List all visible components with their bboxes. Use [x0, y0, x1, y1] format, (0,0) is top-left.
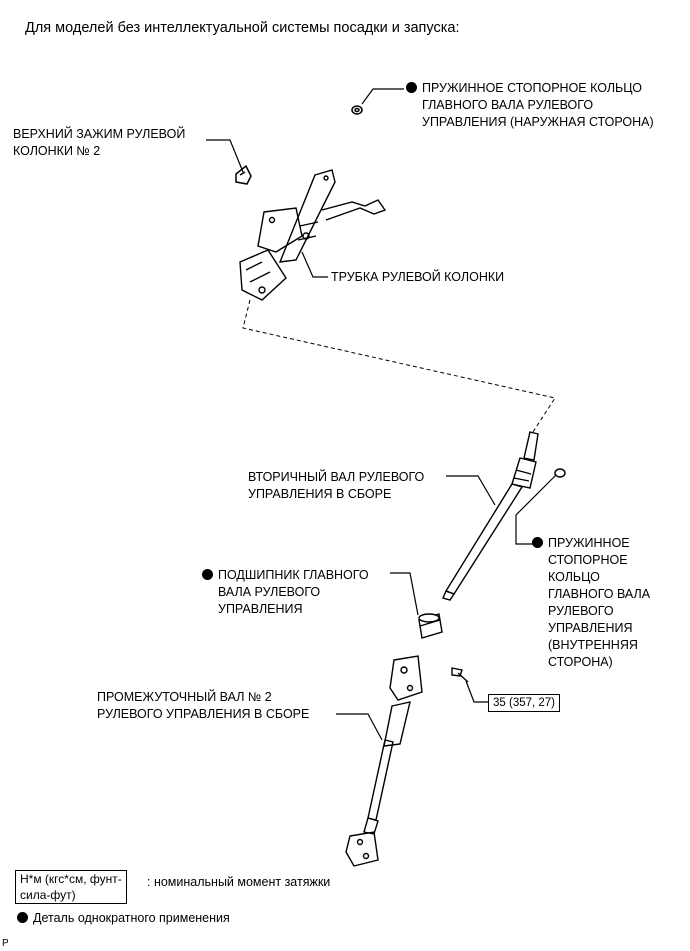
label-bearing: ПОДШИПНИК ГЛАВНОГО ВАЛА РУЛЕВОГО УПРАВЛЕ… — [202, 567, 369, 618]
bolt-icon — [451, 667, 469, 683]
snap-ring-inner-icon — [554, 468, 566, 478]
legend-non-reusable: Деталь однократного применения — [17, 910, 230, 927]
leader-upper-clamp — [206, 139, 244, 173]
steering-column-tube-icon — [239, 169, 387, 301]
torque-value-box: 35 (357, 27) — [488, 694, 561, 712]
non-reusable-dot-icon — [406, 82, 417, 93]
intermediate-shaft-icon — [345, 655, 423, 867]
page-header: Для моделей без интеллектуальной системы… — [25, 20, 460, 36]
leader-snap-ring-inner — [515, 474, 557, 545]
legend-torque-box: Н*м (кгс*см, фунт- сила-фут) — [15, 870, 127, 904]
leader-snap-ring-outer — [361, 88, 404, 105]
leader-column-tube — [301, 251, 328, 278]
label-intermediate-shaft: ПРОМЕЖУТОЧНЫЙ ВАЛ № 2 РУЛЕВОГО УПРАВЛЕНИ… — [97, 690, 310, 721]
label-upper-clamp: ВЕРХНИЙ ЗАЖИМ РУЛЕВОЙ КОЛОНКИ № 2 — [13, 127, 186, 158]
non-reusable-dot-icon — [202, 569, 213, 580]
non-reusable-dot-icon — [17, 912, 28, 923]
label-snap-ring-outer: ПРУЖИННОЕ СТОПОРНОЕ КОЛЬЦО ГЛАВНОГО ВАЛА… — [406, 80, 654, 131]
legend-torque-desc: : номинальный момент затяжки — [147, 875, 331, 889]
label-secondary-shaft: ВТОРИЧНЫЙ ВАЛ РУЛЕВОГО УПРАВЛЕНИЯ В СБОР… — [248, 470, 425, 501]
leader-torque — [465, 680, 488, 703]
secondary-shaft-icon — [442, 431, 539, 601]
alignment-dashed-line — [242, 299, 556, 433]
leader-bearing — [390, 572, 419, 616]
leader-secondary-shaft — [446, 475, 496, 506]
leader-intermediate-shaft — [336, 713, 383, 741]
snap-ring-outer-icon — [351, 105, 363, 115]
bearing-icon — [418, 613, 443, 639]
non-reusable-dot-icon — [532, 537, 543, 548]
page-mark: P — [2, 938, 9, 949]
label-snap-ring-inner: ПРУЖИННОЕ СТОПОРНОЕ КОЛЬЦО ГЛАВНОГО ВАЛА… — [532, 535, 650, 671]
label-column-tube: ТРУБКА РУЛЕВОЙ КОЛОНКИ — [331, 270, 505, 284]
upper-clamp-icon — [235, 164, 252, 185]
